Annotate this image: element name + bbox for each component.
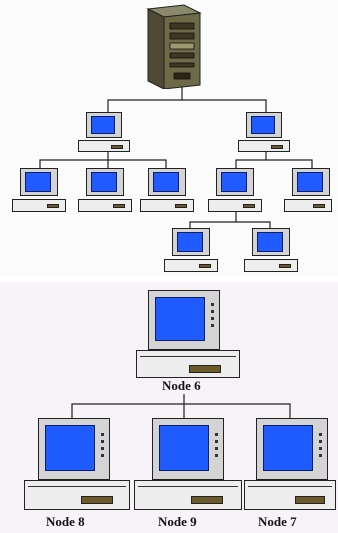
workstation-level3-1 — [172, 228, 218, 272]
node-7-label: Node 7 — [258, 514, 297, 530]
server-tower-icon — [144, 3, 204, 89]
workstation-level2-3 — [148, 168, 194, 212]
node-9-computer — [146, 418, 242, 510]
node-8-label: Node 8 — [46, 514, 85, 530]
node-6-label: Node 6 — [162, 378, 201, 394]
workstation-level2-4 — [216, 168, 262, 212]
workstation-level2-2 — [86, 168, 132, 212]
workstation-level1-right — [246, 112, 290, 152]
bottom-network-diagram: Node 6 Node 8 Node 9 — [0, 282, 338, 533]
top-network-diagram — [0, 0, 338, 276]
workstation-level1-left — [86, 112, 130, 152]
node-7-computer — [254, 418, 338, 510]
workstation-level3-2 — [252, 228, 298, 272]
workstation-level2-1 — [20, 168, 66, 212]
node-8-computer — [30, 418, 126, 510]
node-9-label: Node 9 — [158, 514, 197, 530]
workstation-level2-5 — [292, 168, 334, 212]
node-6-computer — [140, 290, 236, 378]
